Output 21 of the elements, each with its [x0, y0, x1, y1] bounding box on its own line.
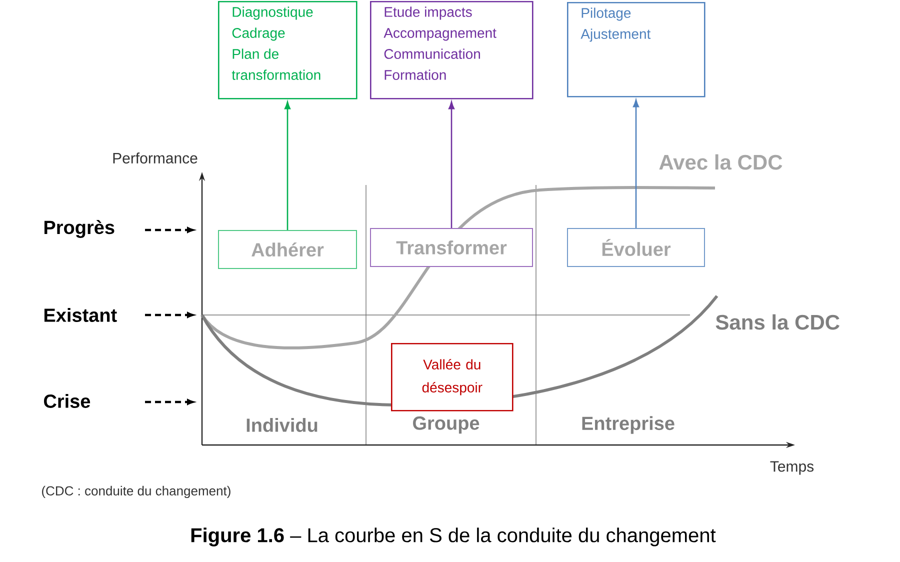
arrow [448, 102, 455, 228]
axis-label: Performance [113, 152, 198, 164]
level-label: Progrès [44, 220, 114, 238]
curve-label: Avec la CDC [659, 154, 782, 170]
curve-label: Sans la CDC [716, 314, 840, 330]
axis-label: Temps [770, 461, 814, 475]
phase-box: Adhérer [218, 230, 357, 269]
footnote: (CDC : conduite du changement) [42, 486, 230, 498]
arrow [284, 102, 291, 230]
level-label: Existant [44, 308, 117, 322]
action-box: Diagnostique Cadrage Plan de transformation [218, 1, 358, 100]
action-box: Etude impacts Accompagnement Communication Formation [370, 1, 534, 100]
level-label: Crise [44, 394, 90, 408]
zone-label: Entreprise [582, 416, 674, 434]
caption: Figure 1.6 – La courbe en S de la conduite du changement [191, 528, 716, 546]
callout-box: Vallée du désespoir [391, 343, 514, 412]
zone-label: Individu [246, 418, 318, 432]
arrow [632, 100, 640, 228]
phase-box: Transformer [370, 228, 533, 267]
action-box: Pilotage Ajustement [567, 2, 706, 98]
phase-box: Évoluer [567, 228, 705, 267]
